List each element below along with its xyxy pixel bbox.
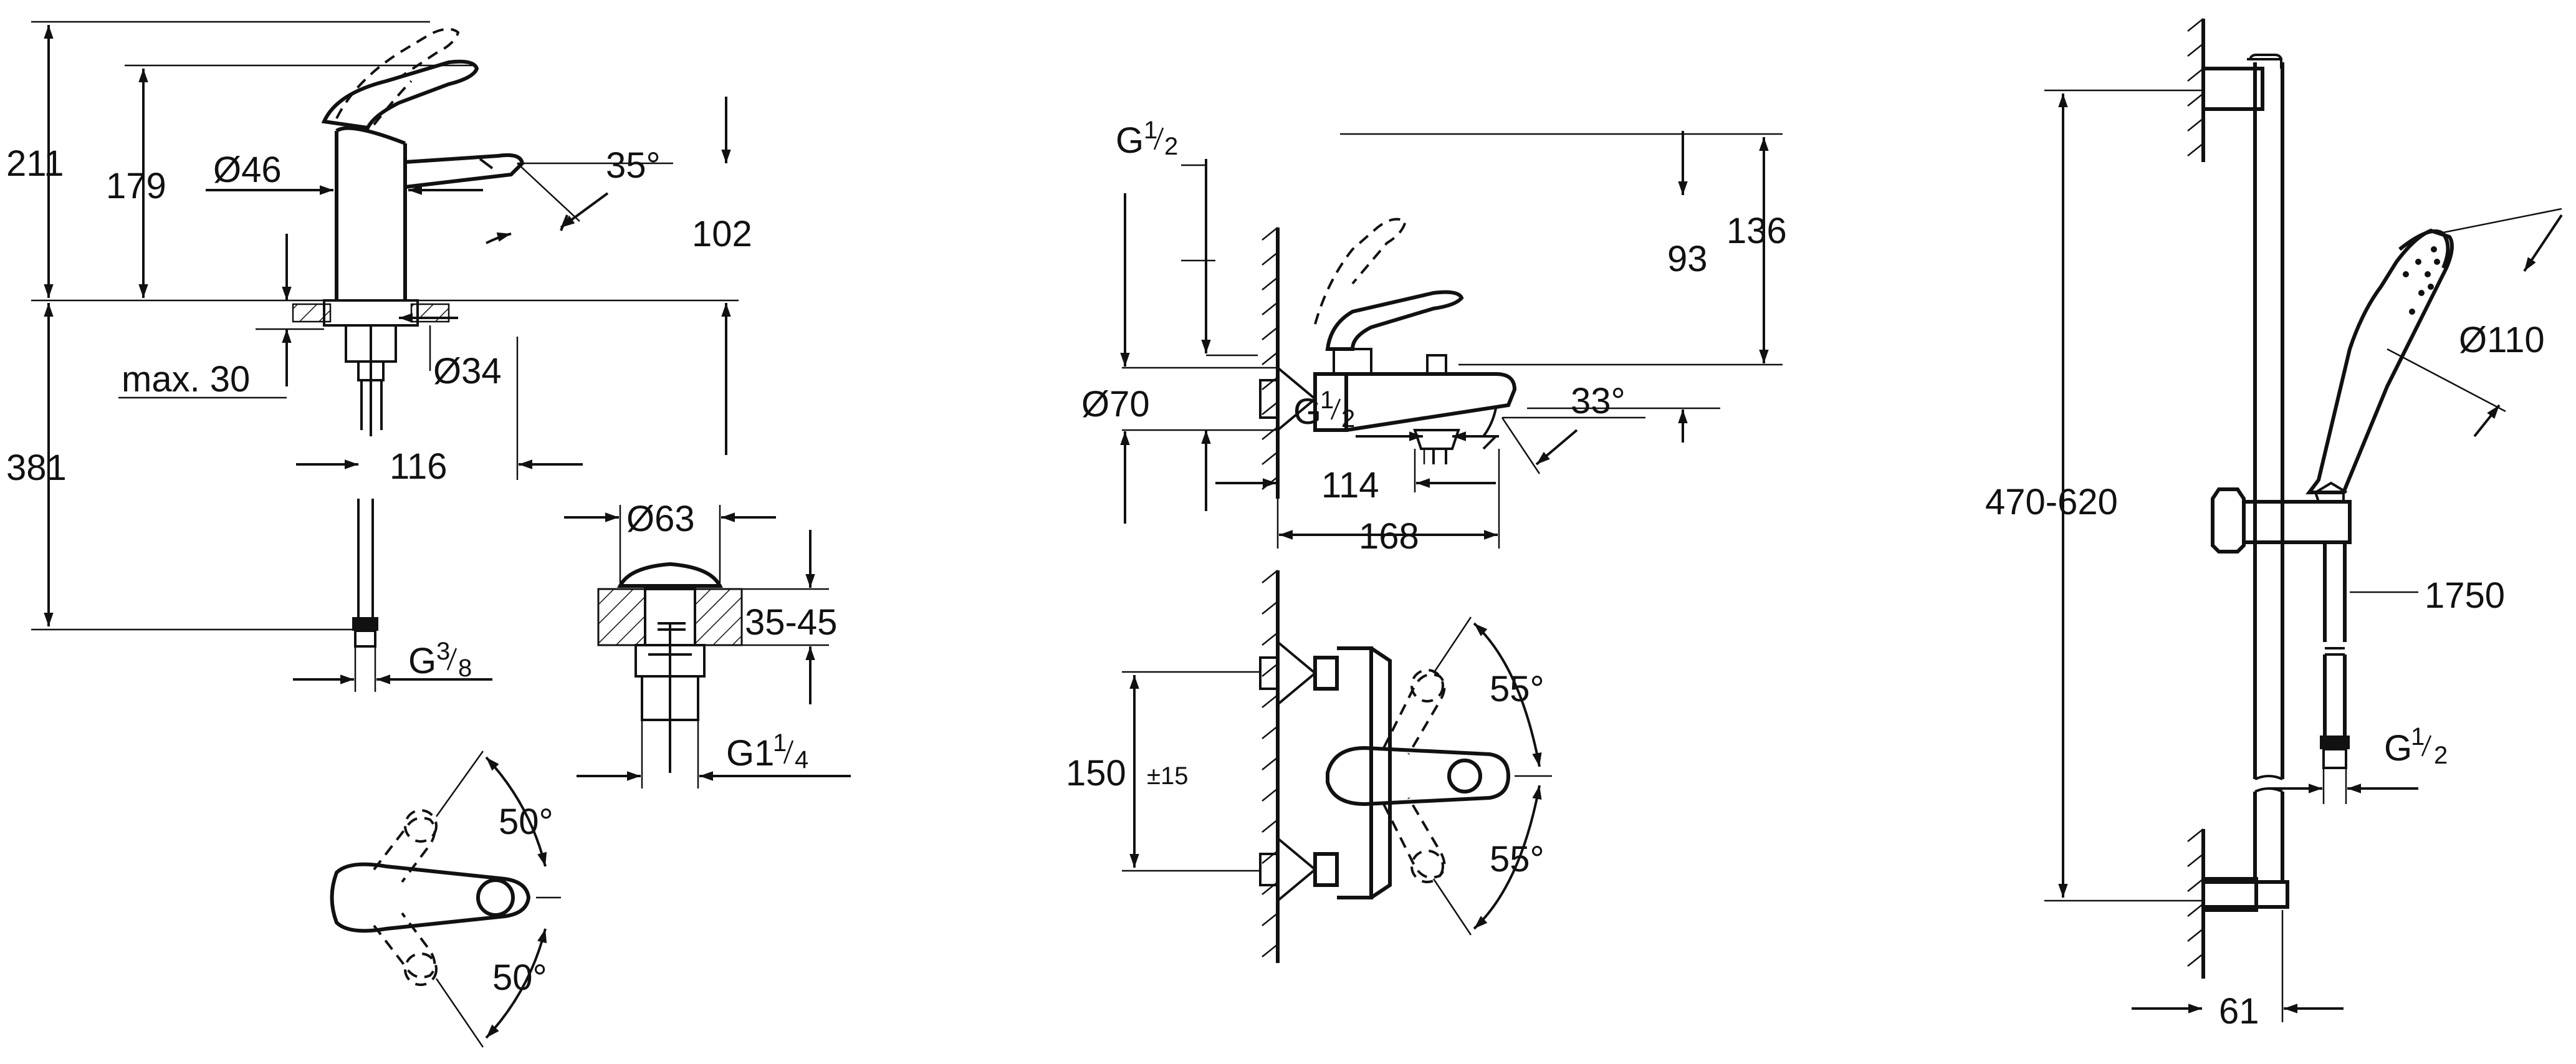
dim-93: 93 (1667, 239, 1708, 279)
angle-bath-lower: 55° (1490, 839, 1544, 879)
dim-136: 136 (1726, 211, 1787, 251)
dim-g12-bottom-num: 1 (1320, 386, 1334, 414)
angle-basin-upper: 50° (499, 802, 553, 842)
dim-33deg: 33° (1571, 381, 1626, 421)
dim-dia34: Ø34 (433, 351, 502, 391)
dim-35deg: 35° (606, 145, 661, 186)
bath-mixer-top-view: 150 ±15 55° 55° (1066, 570, 1552, 963)
dim-381: 381 (6, 448, 67, 488)
dim-211: 211 (6, 143, 64, 184)
dim-61: 61 (2219, 991, 2259, 1032)
dim-470-620: 470-620 (1985, 482, 2118, 522)
dim-g12-num: 1 (2411, 723, 2425, 750)
dim-179: 179 (106, 166, 166, 206)
basin-mixer-front-view: 211 179 381 Ø46 (6, 21, 752, 692)
angle-bath-upper: 55° (1490, 669, 1544, 709)
dim-g12-top-den: 2 (1164, 133, 1178, 160)
dim-g114-den: 4 (795, 746, 808, 774)
dim-150: 150 (1066, 753, 1126, 793)
dim-tolerance: ±15 (1147, 762, 1188, 790)
dim-dia63: Ø63 (626, 499, 695, 539)
basin-mixer-top-view: 50° 50° (330, 750, 561, 1048)
dim-g12-bottom-main: G (1293, 391, 1321, 432)
dim-g12-den: 2 (2434, 742, 2448, 769)
dim-g12-main: G (2384, 728, 2412, 769)
bath-mixer-side-view: G 1 2 Ø70 93 136 33° G 1 2 (1081, 117, 1787, 557)
dim-max30: max. 30 (122, 359, 250, 400)
dim-g12-top-num: 1 (1144, 117, 1157, 144)
dim-116: 116 (390, 446, 447, 487)
dim-35-45: 35-45 (745, 602, 837, 643)
dim-g38-main: G (408, 641, 436, 681)
dim-g114-num: 1 (773, 729, 787, 757)
dim-g114-main: G1 (726, 733, 774, 774)
dim-g12-bottom-den: 2 (1341, 405, 1355, 433)
dim-102: 102 (692, 214, 752, 254)
angle-basin-lower: 50° (492, 957, 547, 998)
dim-dia110: Ø110 (2459, 320, 2545, 360)
dim-dia70: Ø70 (1081, 384, 1150, 424)
dim-g38-num: 3 (436, 638, 450, 665)
dim-g38-den: 8 (458, 654, 472, 682)
dim-g12-top-main: G (1116, 120, 1144, 161)
dim-168: 168 (1359, 516, 1419, 557)
shower-rail-view: Ø110 470-620 1750 G 1 2 61 (1985, 18, 2563, 1032)
dim-114: 114 (1321, 465, 1379, 506)
dim-dia46: Ø46 (213, 150, 282, 190)
dim-1750: 1750 (2425, 575, 2505, 616)
basin-waste-view: Ø63 35-45 G1 1 4 (564, 499, 851, 788)
